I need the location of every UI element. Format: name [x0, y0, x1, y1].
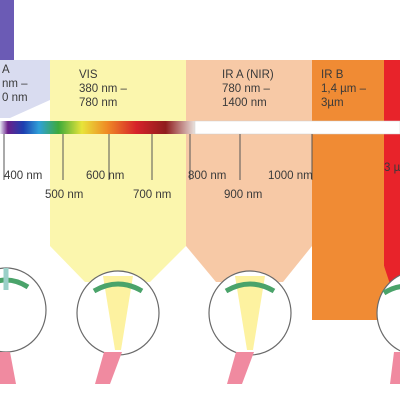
tick-label-700: 700 nm: [133, 189, 171, 201]
vis-label-range-end: 780 nm: [79, 97, 117, 109]
vis-label-title: VIS: [79, 69, 98, 81]
uv-band-tab: [0, 0, 14, 60]
tick-label-500: 500 nm: [45, 189, 83, 201]
ira-band-region: [186, 60, 312, 282]
vis-band-region: [50, 60, 186, 282]
uv-label-line-3: 0 nm: [2, 92, 28, 104]
wavelength-scale: 400 nm 600 nm 800 nm 1000 nm 500 nm 700 …: [3, 134, 313, 201]
tick-label-600: 600 nm: [86, 170, 124, 182]
eye-vis: [76, 270, 160, 384]
band-labels: A nm – 0 nm VIS 380 nm – 780 nm IR A (NI…: [2, 64, 400, 174]
irb-label-range-end: 3µm: [321, 97, 344, 109]
eye-uv: [0, 267, 47, 384]
infrared-bar: [194, 120, 400, 135]
visible-spectrum-bar: [0, 121, 195, 134]
tick-label-1000: 1000 nm: [268, 170, 313, 182]
tick-label-800: 800 nm: [188, 170, 226, 182]
uv-label-line-2: nm –: [2, 78, 28, 90]
ira-label-range-end: 1400 nm: [222, 97, 267, 109]
ira-label-range-start: 780 nm –: [222, 83, 271, 95]
uv-band-region: [0, 60, 50, 118]
ira-label-title: IR A (NIR): [222, 69, 274, 81]
irb-label-title: IR B: [321, 69, 344, 81]
tick-label-900: 900 nm: [224, 189, 262, 201]
tick-label-400: 400 nm: [4, 170, 42, 182]
eye-irb: [376, 274, 400, 384]
eye-ira: [208, 270, 292, 384]
irb-label-range-start: 1,4 µm –: [321, 83, 367, 95]
vis-label-range-start: 380 nm –: [79, 83, 128, 95]
irc-band-region: [384, 60, 400, 300]
irc-label: 3 µ: [384, 162, 400, 174]
uv-label-line-1: A: [2, 64, 10, 76]
band-backgrounds: [0, 0, 400, 320]
